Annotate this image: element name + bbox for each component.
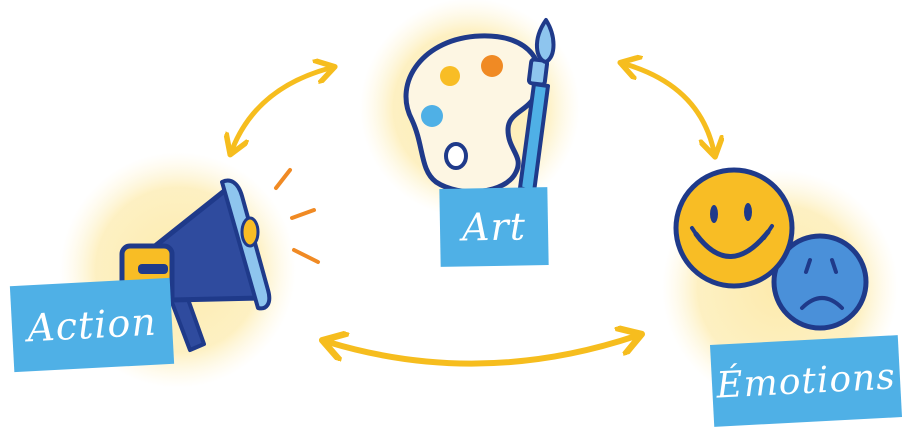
art-label: Art bbox=[439, 187, 548, 267]
action-label-text: Action bbox=[26, 300, 158, 351]
emotions-label-text: Émotions bbox=[715, 356, 896, 406]
art-label-text: Art bbox=[462, 204, 527, 249]
action-label: Action bbox=[10, 278, 174, 372]
emotions-label: Émotions bbox=[710, 335, 902, 427]
arrow-action-art bbox=[232, 68, 330, 150]
arrow-action-emotions bbox=[328, 336, 636, 364]
arrow-art-emotions bbox=[625, 64, 714, 152]
